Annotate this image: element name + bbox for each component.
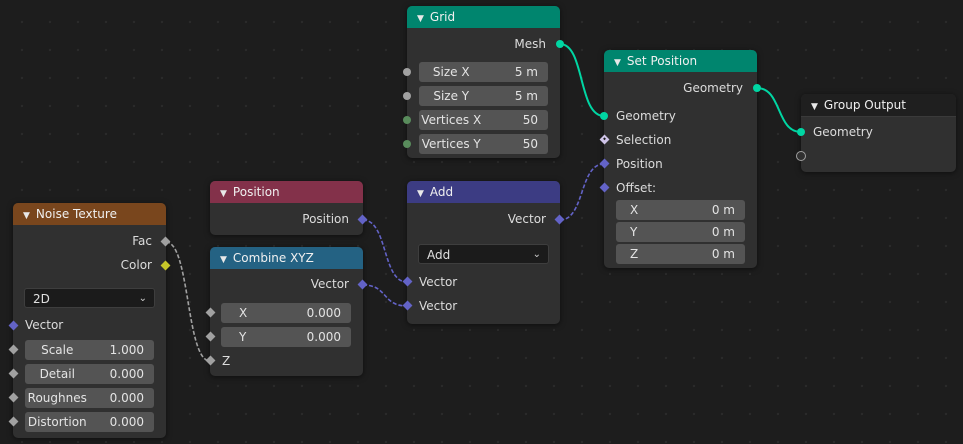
position-node-header[interactable]: ▼ Position: [210, 181, 363, 203]
group-output-input-geometry-label: Geometry: [813, 125, 873, 139]
position-node[interactable]: ▼ Position Position: [210, 181, 363, 235]
noise-input-vector-label: Vector: [25, 318, 64, 332]
set-position-geometry-input-socket[interactable]: [600, 112, 608, 120]
position-output-label: Position: [302, 212, 349, 226]
collapse-chevron-icon[interactable]: ▼: [220, 255, 227, 265]
set-position-node[interactable]: ▼ Set Position Geometry Geometry Selectio…: [604, 50, 757, 268]
set-position-input-position-label: Position: [616, 157, 663, 171]
collapse-chevron-icon[interactable]: ▼: [220, 189, 227, 199]
grid-size-x-socket[interactable]: [403, 68, 411, 76]
set-position-node-title: Set Position: [626, 54, 698, 68]
chevron-down-icon: ⌄: [138, 293, 147, 304]
set-position-input-selection-label: Selection: [616, 133, 672, 147]
chevron-down-icon: ⌄: [532, 249, 541, 260]
set-position-input-geometry-label: Geometry: [616, 109, 676, 123]
set-position-input-offset-label: Offset:: [616, 181, 657, 195]
link-set-position-to-group-output: [756, 87, 802, 133]
combine-xyz-output-vector-label: Vector: [310, 277, 349, 291]
group-output-node[interactable]: ▼ Group Output Geometry: [801, 94, 956, 172]
link-position-to-add: [362, 219, 408, 283]
noise-output-fac-label: Fac: [132, 234, 152, 248]
link-noise-fac-to-combine-z: [165, 241, 211, 362]
set-position-output-geometry-label: Geometry: [683, 81, 743, 95]
group-output-empty-socket[interactable]: [796, 151, 806, 161]
grid-vertices-x-socket[interactable]: [403, 116, 411, 124]
set-position-node-header[interactable]: ▼ Set Position: [604, 50, 757, 72]
add-node-header[interactable]: ▼ Add: [407, 181, 560, 203]
set-position-geometry-output-socket[interactable]: [753, 84, 761, 92]
add-node[interactable]: ▼ Add Vector Add ⌄ Vector Vector: [407, 181, 560, 324]
grid-size-y-socket[interactable]: [403, 92, 411, 100]
noise-texture-node-header[interactable]: ▼ Noise Texture: [13, 203, 166, 225]
position-node-title: Position: [232, 185, 280, 199]
combine-xyz-input-z-label: Z: [222, 354, 231, 368]
add-input-vector-2-label: Vector: [419, 299, 458, 313]
noise-texture-node[interactable]: ▼ Noise Texture Fac Color 2D ⌄ Vector Sca…: [13, 203, 166, 438]
group-output-geometry-socket[interactable]: [797, 128, 805, 136]
noise-dimensions-select[interactable]: 2D ⌄: [24, 288, 155, 308]
group-output-node-title: Group Output: [823, 98, 906, 112]
add-input-vector-1-label: Vector: [419, 275, 458, 289]
group-output-node-header[interactable]: ▼ Group Output: [801, 94, 956, 117]
combine-xyz-node-title: Combine XYZ: [232, 251, 314, 265]
link-add-to-set-position-position: [559, 163, 605, 221]
collapse-chevron-icon[interactable]: ▼: [811, 102, 818, 112]
grid-output-mesh-label: Mesh: [514, 37, 546, 51]
add-node-title: Add: [429, 185, 454, 199]
noise-texture-node-title: Noise Texture: [35, 207, 117, 221]
collapse-chevron-icon[interactable]: ▼: [23, 211, 30, 221]
add-operation-select[interactable]: Add ⌄: [418, 244, 549, 264]
collapse-chevron-icon[interactable]: ▼: [614, 58, 621, 68]
link-combine-xyz-to-add: [362, 284, 408, 307]
add-output-vector-label: Vector: [507, 212, 546, 226]
grid-vertices-y-socket[interactable]: [403, 140, 411, 148]
collapse-chevron-icon[interactable]: ▼: [417, 189, 424, 199]
noise-output-color-label: Color: [120, 258, 152, 272]
grid-node-header[interactable]: ▼ Grid: [407, 6, 560, 28]
grid-node-title: Grid: [429, 10, 456, 24]
grid-mesh-output-socket[interactable]: [556, 40, 564, 48]
combine-xyz-node-header[interactable]: ▼ Combine XYZ: [210, 247, 363, 269]
collapse-chevron-icon[interactable]: ▼: [417, 14, 424, 24]
link-grid-mesh-to-set-position-geometry: [559, 43, 605, 117]
